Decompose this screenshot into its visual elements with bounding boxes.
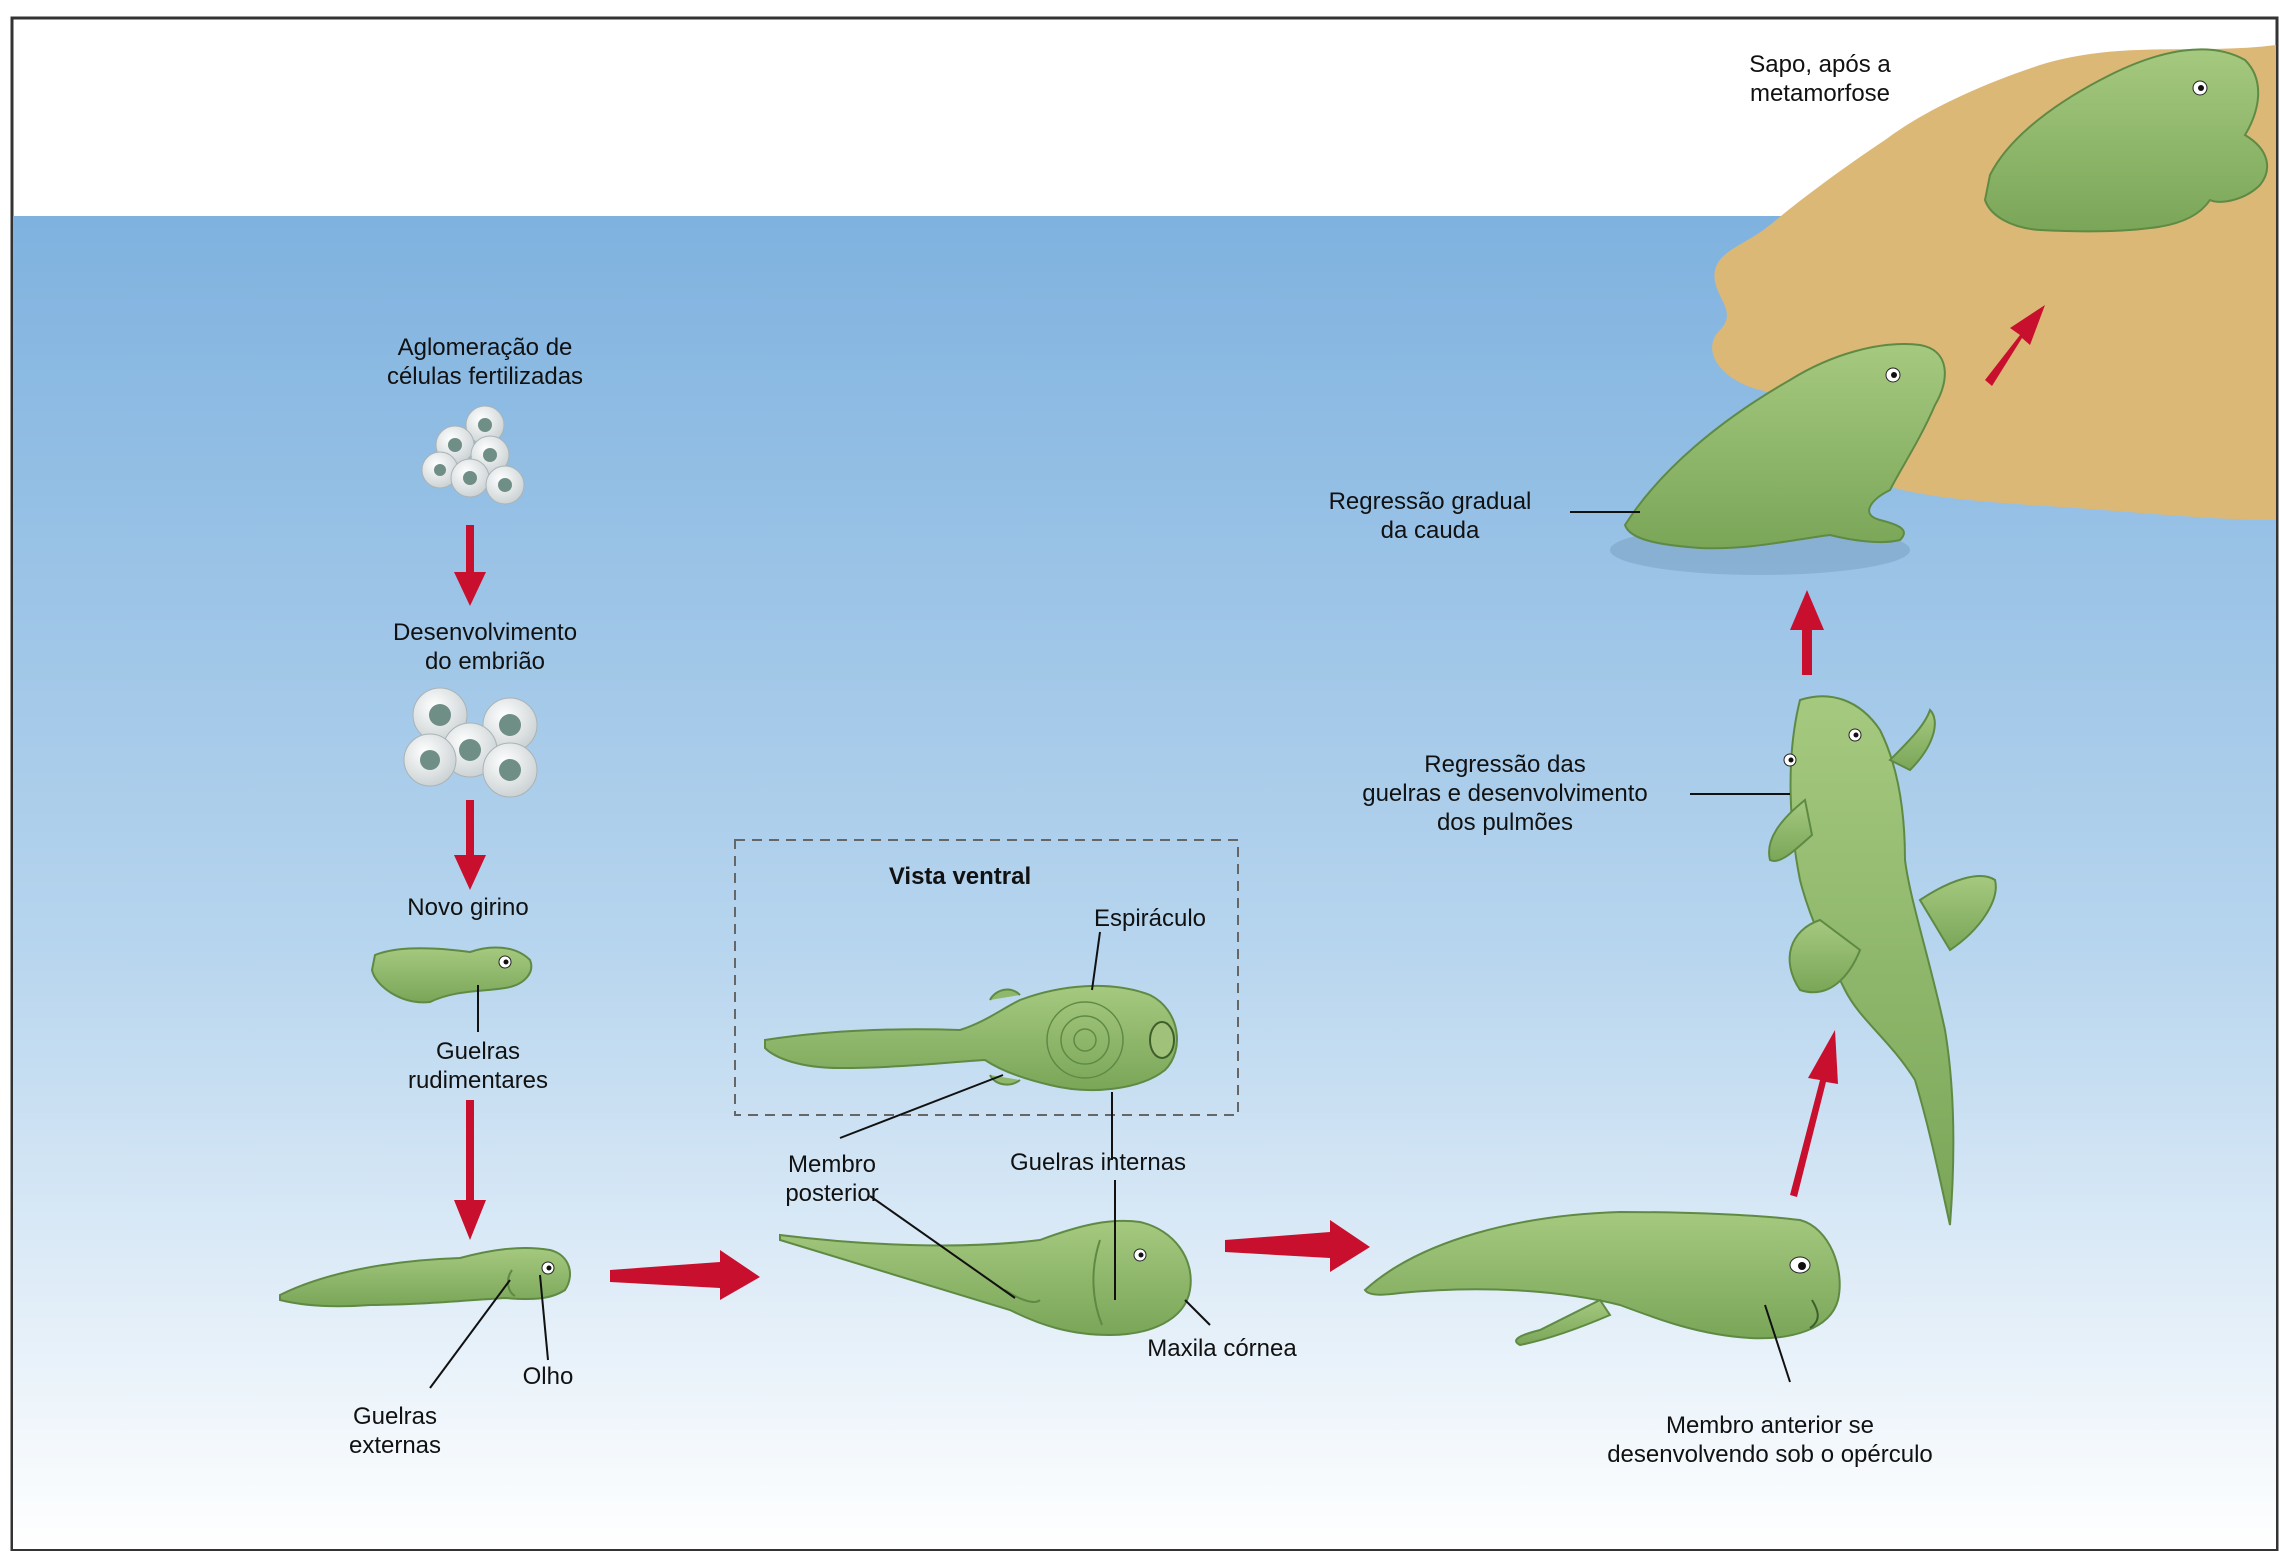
label-eye: Olho: [508, 1362, 588, 1391]
label-horny-jaw: Maxila córnea: [1132, 1334, 1312, 1363]
label-spiracle: Espiráculo: [1080, 904, 1220, 933]
label-ventral-view: Vista ventral: [880, 862, 1040, 891]
label-internal-gills: Guelras internas: [988, 1148, 1208, 1177]
label-new-tadpole: Novo girino: [350, 893, 586, 922]
